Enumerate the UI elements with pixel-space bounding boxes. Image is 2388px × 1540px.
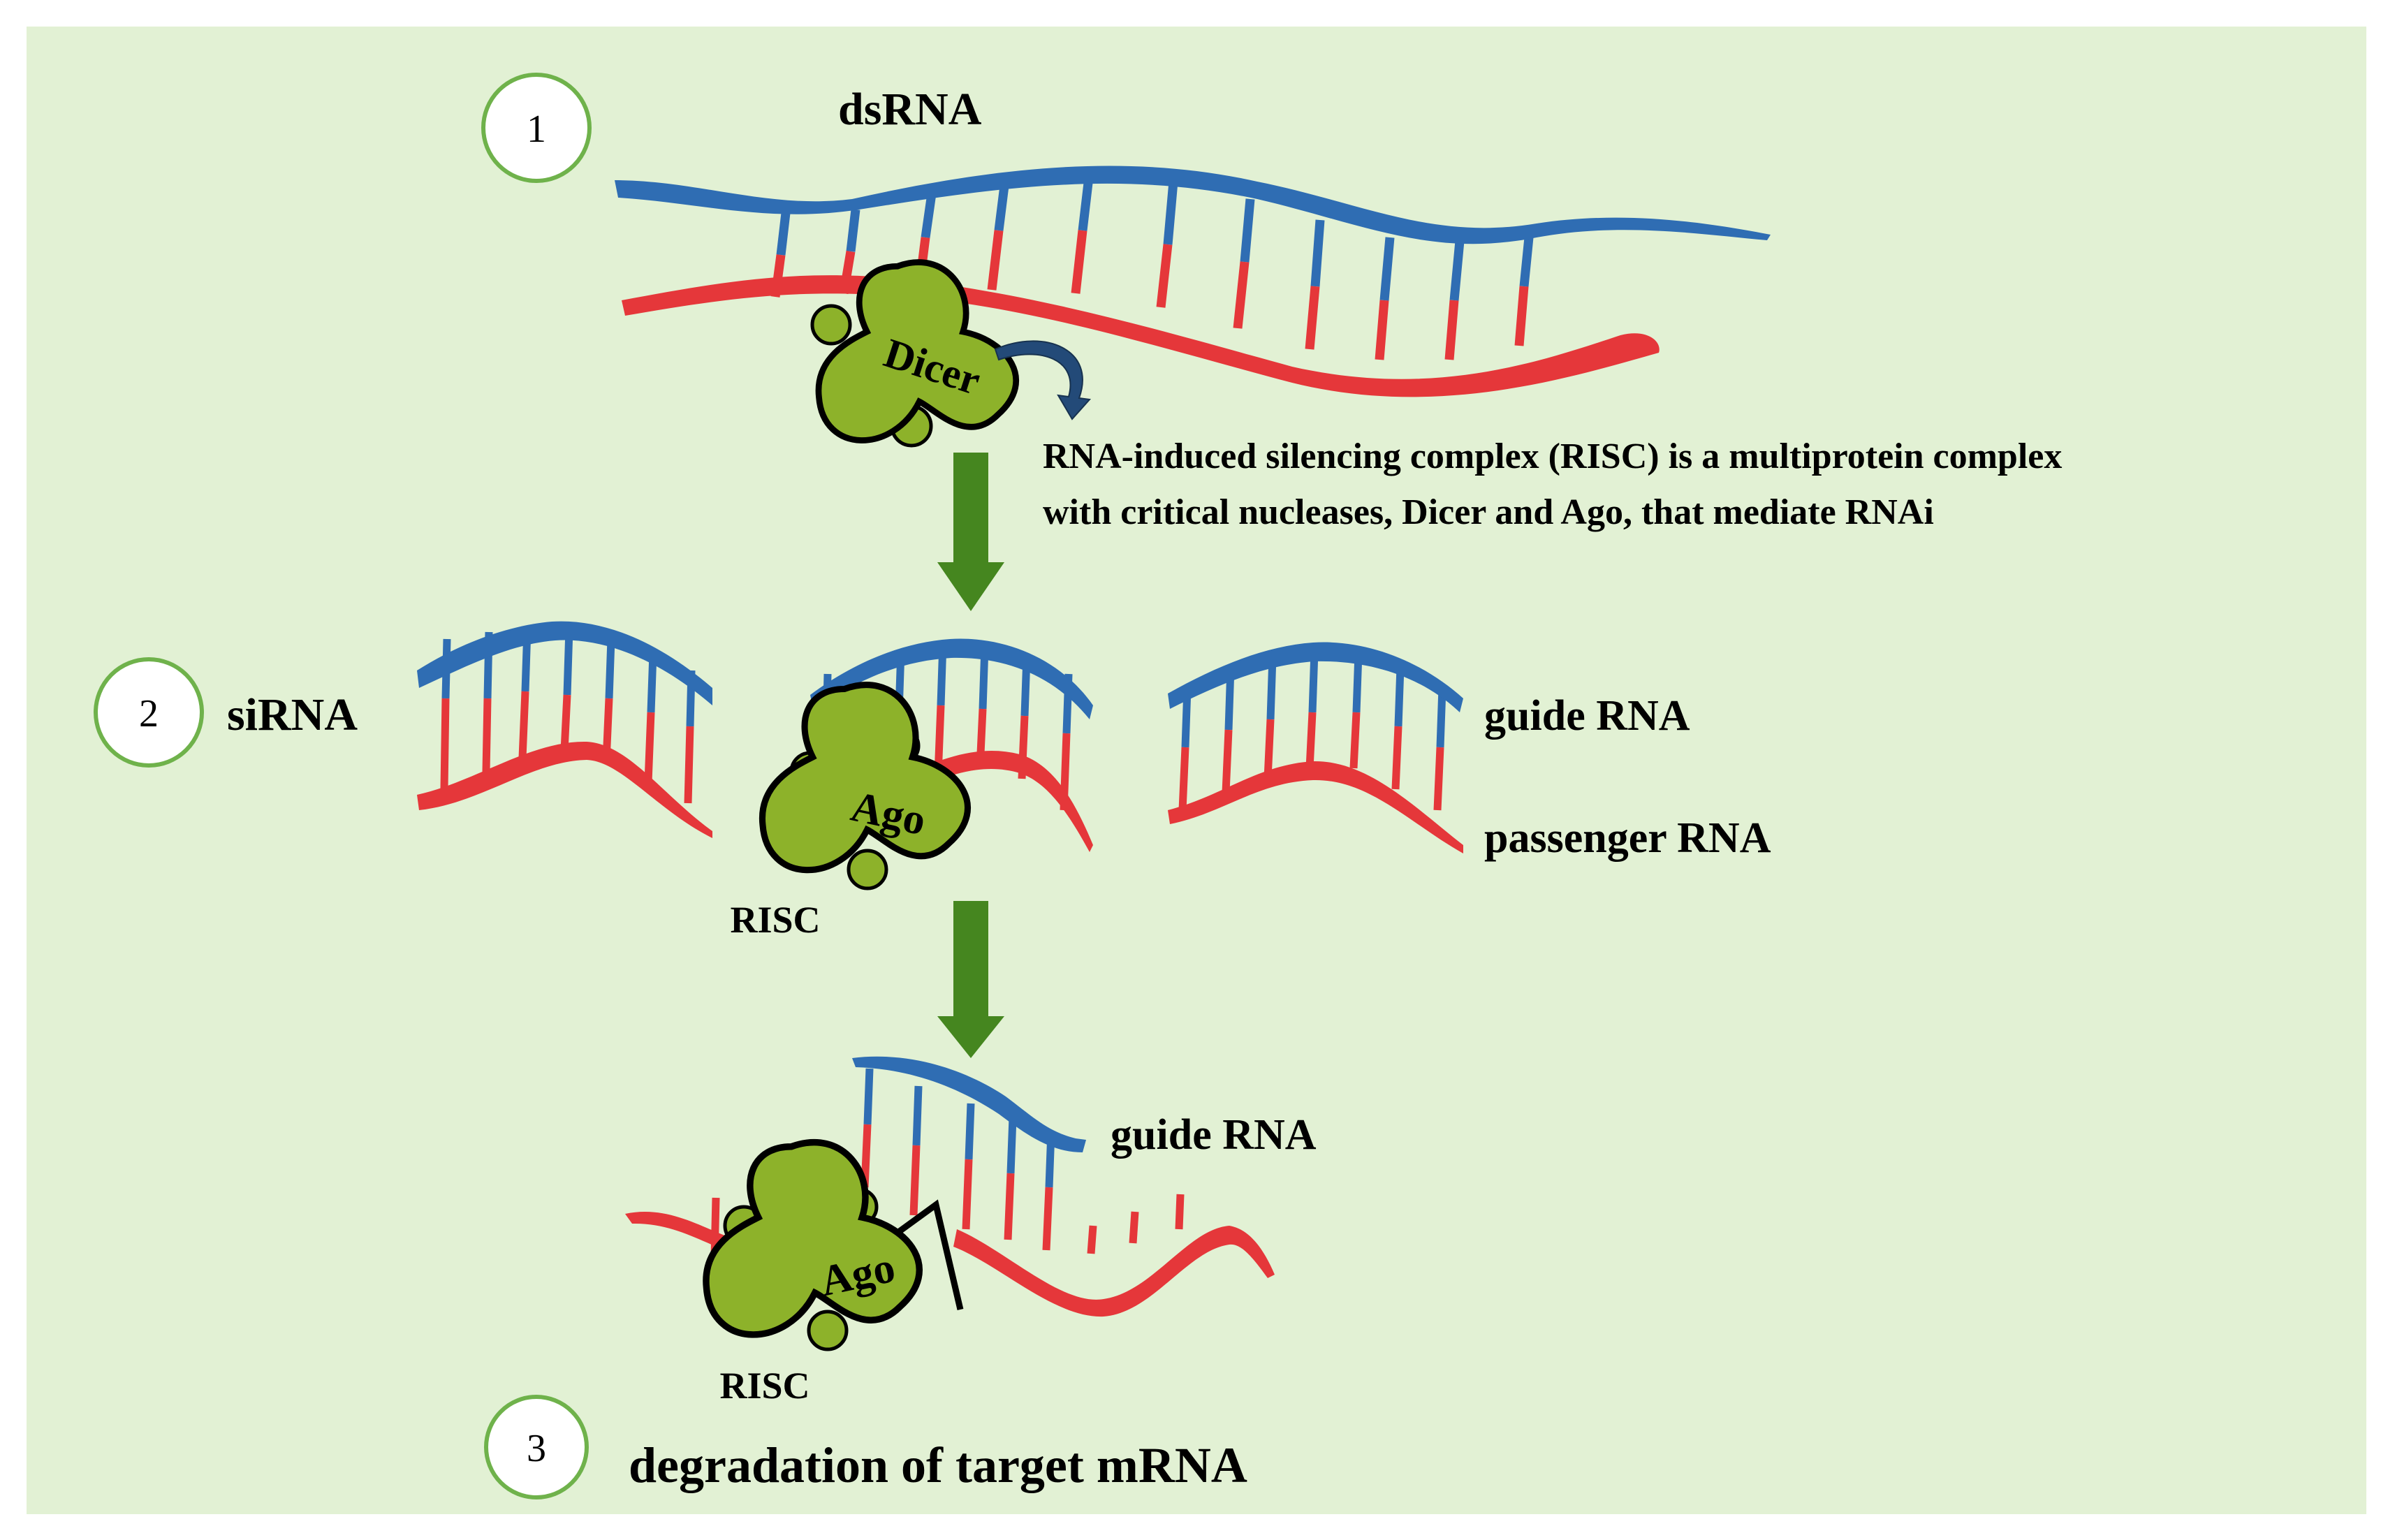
ago-enzyme-2: Ago — [706, 1143, 919, 1351]
guide-rna-label-2: guide RNA — [1111, 1111, 1317, 1159]
flow-arrow-1 — [937, 453, 1004, 611]
step-circle-icon — [94, 657, 204, 768]
dsrna-guide-strand — [615, 166, 1771, 244]
curved-note-arrow-icon — [994, 340, 1092, 420]
sirna-label: siRNA — [227, 689, 358, 740]
dsrna-label: dsRNA — [838, 84, 982, 135]
sirna-duplex-1 — [417, 621, 712, 838]
risc-label-1: RISC — [730, 899, 820, 941]
passenger-rna-label: passenger RNA — [1484, 814, 1771, 862]
guide-rna-label-1: guide RNA — [1484, 692, 1690, 740]
step-1-number: 1 — [527, 108, 546, 151]
risc-note-line-2: with critical nucleases, Dicer and Ago, … — [1043, 492, 1934, 532]
flow-arrow-2 — [937, 901, 1004, 1058]
ago-enzyme-1: Ago — [762, 685, 967, 890]
step-circle-icon — [484, 1395, 589, 1499]
dsrna-passenger-strand — [622, 275, 1660, 397]
degradation-label: degradation of target mRNA — [629, 1437, 1247, 1493]
panel-background — [27, 27, 2366, 1514]
step-2-number: 2 — [139, 692, 159, 735]
step-2-circle: 2 — [94, 657, 204, 768]
step-circle-icon — [481, 73, 592, 183]
step-1-circle: 1 — [481, 73, 592, 183]
dicer-enzyme: Dicer — [810, 263, 1016, 448]
step-3-circle: 3 — [484, 1395, 589, 1499]
guide-strand-step-3 — [852, 1056, 1086, 1152]
risc-note-line-1: RNA-induced silencing complex (RISC) is … — [1043, 437, 2062, 476]
sirna-duplex-3 — [1168, 642, 1463, 853]
step-3-number: 3 — [527, 1427, 546, 1470]
risc-label-2: RISC — [719, 1365, 810, 1407]
dsrna-duplex — [615, 166, 1771, 397]
cleavage-zigzag-icon — [895, 1199, 964, 1311]
